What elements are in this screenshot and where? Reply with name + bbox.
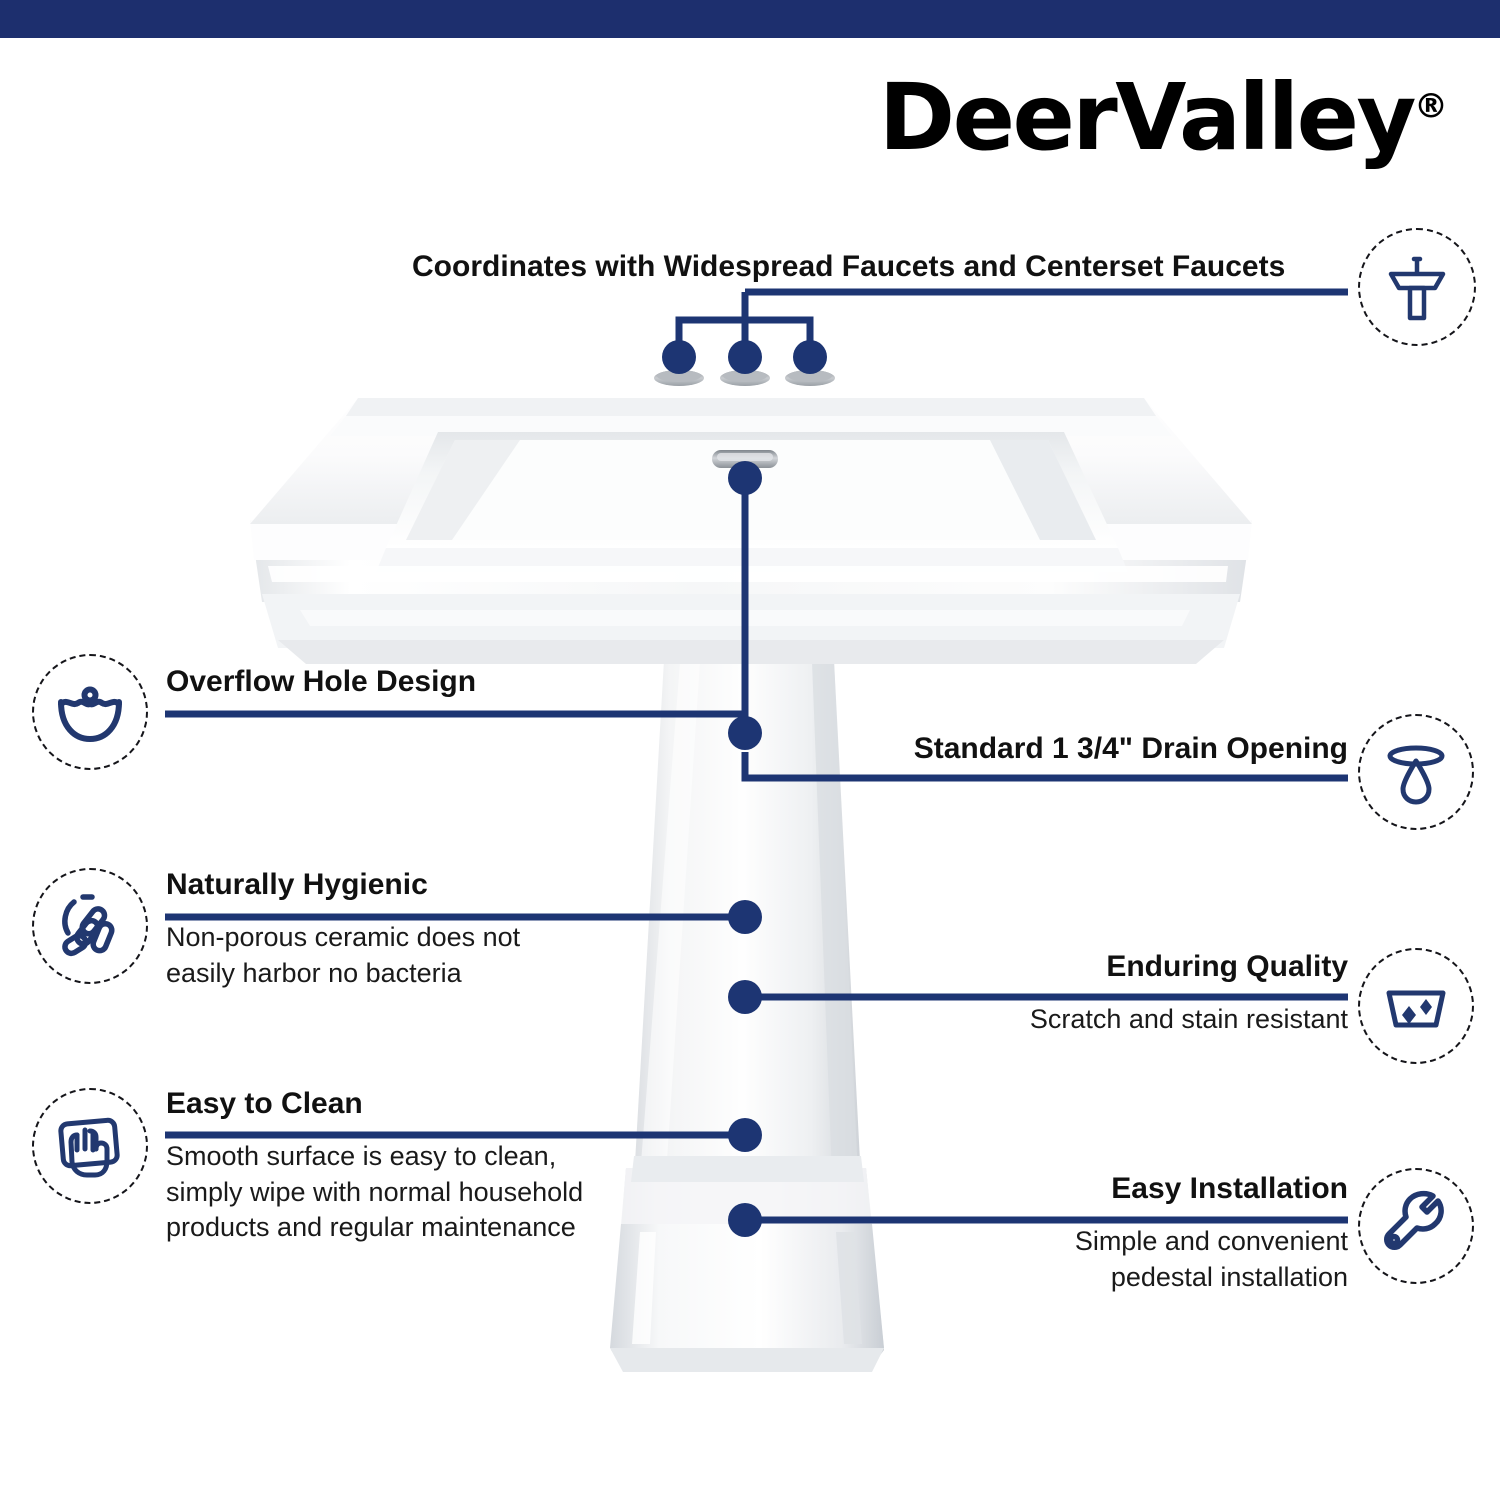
connector-dot-quality [728, 980, 762, 1014]
callout-easy-to-clean-body-line-2: simply wipe with normal household [166, 1176, 584, 1207]
callout-naturally-hygienic: Naturally Hygienic Non-porous ceramic do… [166, 868, 776, 991]
connector-dot-faucet-left [662, 340, 696, 374]
callout-enduring-quality-body-line-1: Scratch and stain resistant [1029, 1003, 1348, 1034]
callout-overflow-hole-title: Overflow Hole Design [166, 665, 477, 698]
connector-dot-installation [728, 1203, 762, 1237]
connector-dot-clean [728, 1118, 762, 1152]
callout-enduring-quality-title: Enduring Quality [1106, 950, 1348, 983]
basin-diamonds-icon [1358, 948, 1474, 1064]
hand-wipe-icon [32, 1088, 148, 1204]
registered-mark: ® [1414, 86, 1448, 127]
connector-dot-hygienic [728, 900, 762, 934]
overflow-basin-icon [32, 654, 148, 770]
callout-drain-opening-title: Standard 1 3/4" Drain Opening [913, 732, 1348, 765]
connector-dot-faucet-right [793, 340, 827, 374]
callout-easy-installation-title: Easy Installation [1111, 1172, 1348, 1205]
callout-easy-to-clean-body-line-3: products and regular maintenance [166, 1212, 576, 1243]
callout-easy-to-clean: Easy to Clean Smooth surface is easy to … [166, 1087, 786, 1246]
wrench-icon [1358, 1168, 1474, 1284]
pedestal-sink-icon [1358, 228, 1476, 346]
callout-easy-installation-body-line-2: pedestal installation [1110, 1261, 1348, 1292]
callout-enduring-quality: Enduring Quality Scratch and stain resis… [748, 950, 1348, 1038]
callout-naturally-hygienic-body-line-2: easily harbor no bacteria [166, 957, 462, 988]
top-banner [0, 0, 1500, 38]
callout-naturally-hygienic-body-line-1: Non-porous ceramic does not [166, 921, 521, 952]
callout-faucet-compatibility-title: Coordinates with Widespread Faucets and … [412, 250, 1286, 283]
bacteria-icon [32, 868, 148, 984]
brand-logo: DeerValley® [879, 72, 1448, 164]
callout-faucet-compatibility: Coordinates with Widespread Faucets and … [412, 250, 1285, 284]
drain-droplet-icon [1358, 714, 1474, 830]
callout-easy-to-clean-title: Easy to Clean [166, 1087, 363, 1120]
callout-easy-to-clean-body-line-1: Smooth surface is easy to clean, [166, 1140, 557, 1171]
connector-dot-overflow [728, 461, 762, 495]
callout-drain-opening: Standard 1 3/4" Drain Opening [748, 732, 1348, 766]
brand-name: DeerValley [878, 64, 1417, 171]
callout-naturally-hygienic-title: Naturally Hygienic [166, 868, 428, 901]
callout-easy-installation: Easy Installation Simple and convenient … [748, 1172, 1348, 1295]
callout-easy-installation-body-line-1: Simple and convenient [1074, 1225, 1348, 1256]
connector-dot-faucet-center [728, 340, 762, 374]
callout-overflow-hole: Overflow Hole Design [166, 665, 766, 699]
connector-dot-drain [728, 716, 762, 750]
